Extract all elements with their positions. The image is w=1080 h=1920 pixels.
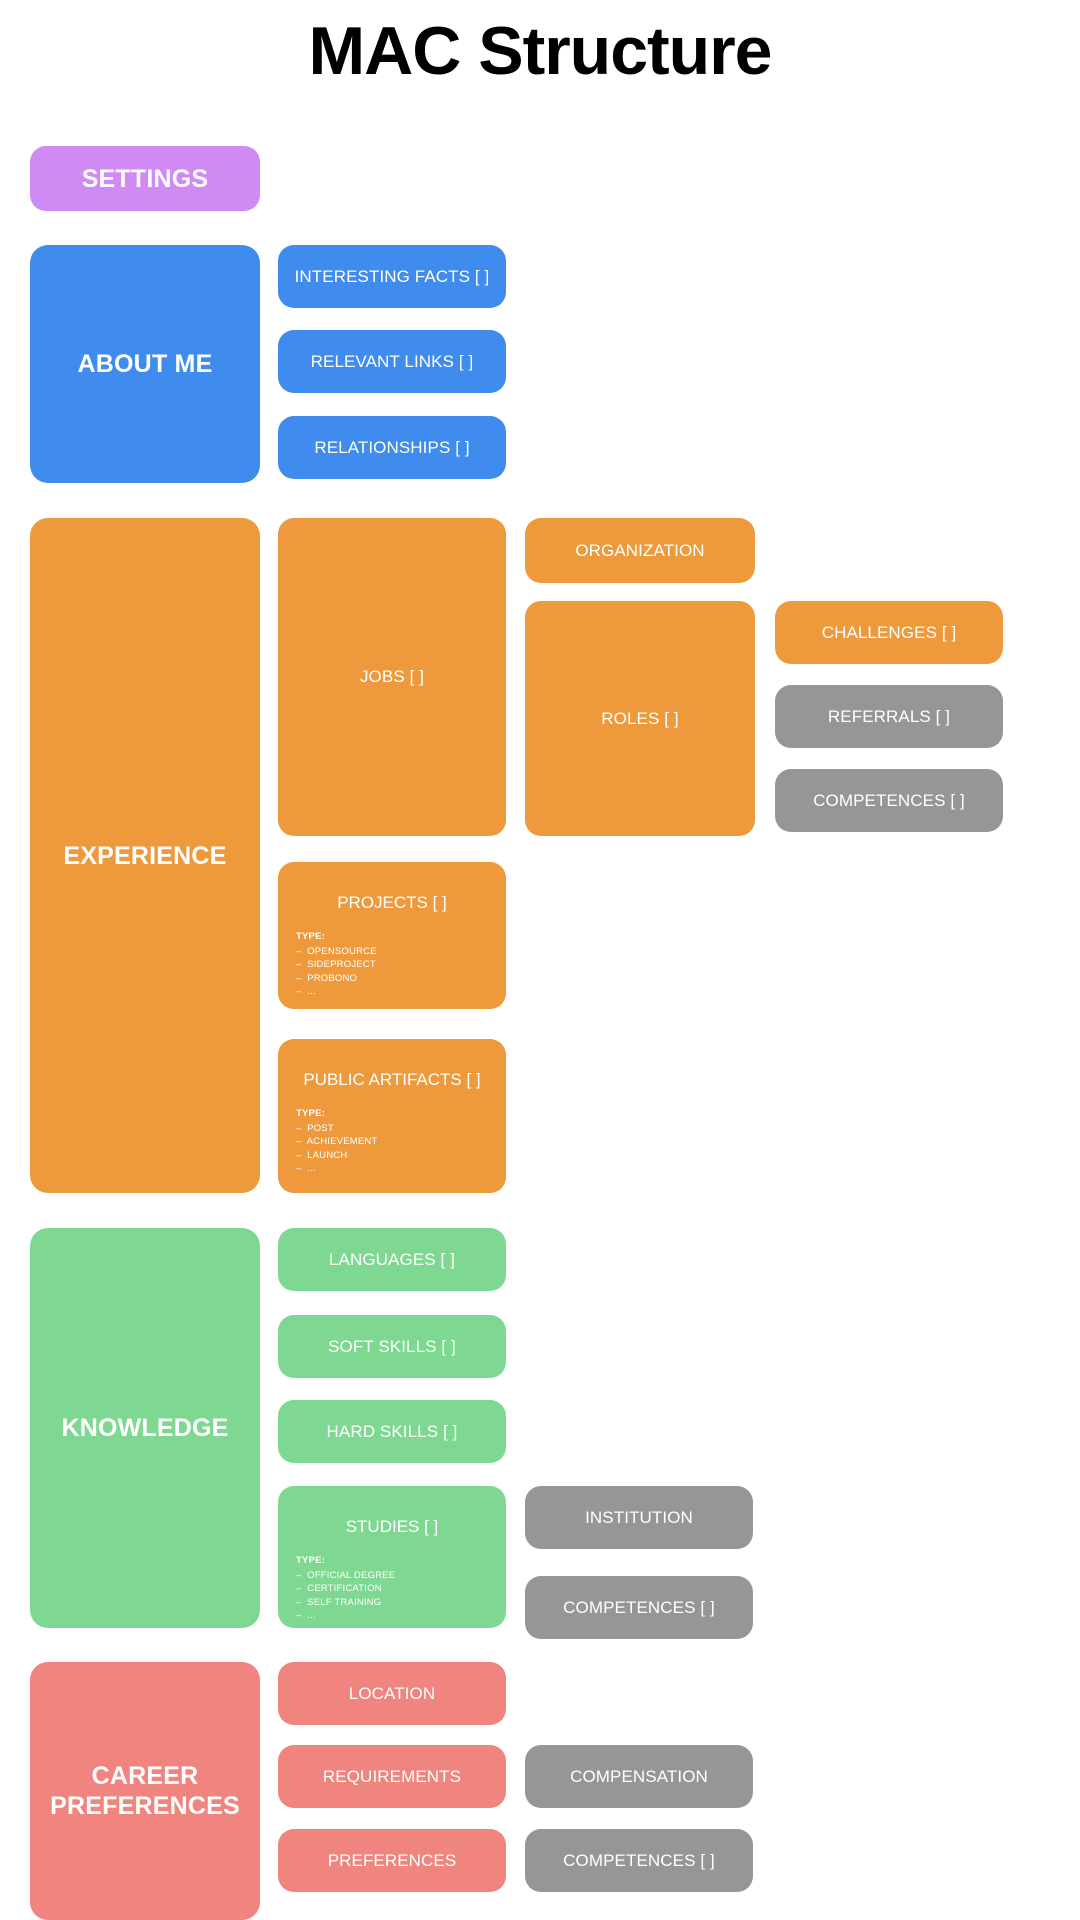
experience-public-artifacts-card[interactable]: PUBLIC ARTIFACTS [ ] TYPE: – POST – ACHI… (278, 1039, 506, 1193)
experience-jobs-label: JOBS [ ] (359, 667, 425, 686)
studies-type-item: – OFFICIAL DEGREE (296, 1569, 396, 1581)
knowledge-languages-card[interactable]: LANGUAGES [ ] (278, 1228, 506, 1291)
career-preferences-label-line2: PREFERENCES (50, 1792, 240, 1820)
public-artifacts-type-item: – ACHIEVEMENT (296, 1136, 378, 1147)
about-me-item-interesting-facts[interactable]: INTERESTING FACTS [ ] (278, 245, 506, 308)
career-location-card[interactable]: LOCATION (278, 1662, 506, 1725)
experience-organization-label: ORGANIZATION (575, 540, 705, 560)
knowledge-institution-label: INSTITUTION (585, 1507, 693, 1527)
knowledge-institution-card[interactable]: INSTITUTION (525, 1486, 753, 1549)
about-me-item-label: INTERESTING FACTS [ ] (294, 266, 490, 286)
experience-projects-card[interactable]: PROJECTS [ ] TYPE: – OPENSOURCE – SIDEPR… (278, 862, 506, 1009)
public-artifacts-type-item: – POST (296, 1122, 334, 1134)
career-preferences-item-label: PREFERENCES (327, 1850, 457, 1870)
career-location-label: LOCATION (348, 1683, 436, 1703)
settings-card[interactable]: SETTINGS (30, 146, 260, 211)
studies-type-list: TYPE: – OFFICIAL DEGREE – CERTIFICATION … (296, 1554, 506, 1623)
experience-roles-card[interactable]: ROLES [ ] (525, 601, 755, 836)
knowledge-soft-skills-card[interactable]: SOFT SKILLS [ ] (278, 1315, 506, 1378)
projects-type-item: – PROBONO (296, 972, 358, 984)
career-competences-card[interactable]: COMPETENCES [ ] (525, 1829, 753, 1892)
experience-competences-card[interactable]: COMPETENCES [ ] (775, 769, 1003, 832)
experience-referrals-card[interactable]: REFERRALS [ ] (775, 685, 1003, 748)
career-preferences-label-line1: CAREER (91, 1762, 199, 1790)
knowledge-studies-card[interactable]: STUDIES [ ] TYPE: – OFFICIAL DEGREE – CE… (278, 1486, 506, 1628)
projects-type-item: – OPENSOURCE (296, 945, 377, 957)
about-me-item-label: RELEVANT LINKS [ ] (310, 351, 474, 371)
page-title: MAC Structure (308, 13, 772, 89)
projects-type-item: – SIDEPROJECT (296, 959, 376, 970)
career-requirements-card[interactable]: REQUIREMENTS (278, 1745, 506, 1808)
experience-challenges-label: CHALLENGES [ ] (821, 622, 957, 642)
experience-referrals-label: REFERRALS [ ] (827, 706, 951, 726)
about-me-item-relevant-links[interactable]: RELEVANT LINKS [ ] (278, 330, 506, 393)
projects-type-title: TYPE: (296, 931, 325, 942)
studies-type-title: TYPE: (296, 1555, 325, 1566)
experience-projects-label: PROJECTS [ ] (337, 893, 447, 912)
about-me-item-label: RELATIONSHIPS [ ] (314, 437, 470, 457)
experience-competences-label: COMPETENCES [ ] (813, 790, 965, 810)
about-me-item-relationships[interactable]: RELATIONSHIPS [ ] (278, 416, 506, 479)
knowledge-hard-skills-label: HARD SKILLS [ ] (326, 1421, 458, 1441)
career-compensation-card[interactable]: COMPENSATION (525, 1745, 753, 1808)
knowledge-soft-skills-label: SOFT SKILLS [ ] (328, 1336, 456, 1356)
studies-type-item: – SELF TRAINING (296, 1596, 382, 1608)
experience-challenges-card[interactable]: CHALLENGES [ ] (775, 601, 1003, 664)
knowledge-competences-card[interactable]: COMPETENCES [ ] (525, 1576, 753, 1639)
experience-jobs-card[interactable]: JOBS [ ] (278, 518, 506, 836)
experience-organization-card[interactable]: ORGANIZATION (525, 518, 755, 583)
projects-type-list: TYPE: – OPENSOURCE – SIDEPROJECT – PROBO… (296, 930, 506, 999)
public-artifacts-type-list: TYPE: – POST – ACHIEVEMENT – LAUNCH – ..… (296, 1107, 506, 1176)
experience-public-artifacts-label: PUBLIC ARTIFACTS [ ] (303, 1070, 481, 1089)
public-artifacts-type-title: TYPE: (296, 1108, 325, 1119)
career-preferences-group[interactable]: CAREER PREFERENCES (30, 1662, 260, 1920)
career-preferences-card[interactable]: PREFERENCES (278, 1829, 506, 1892)
career-requirements-label: REQUIREMENTS (322, 1766, 462, 1786)
knowledge-languages-label: LANGUAGES [ ] (328, 1249, 455, 1269)
knowledge-studies-label: STUDIES [ ] (345, 1517, 439, 1536)
about-me-label: ABOUT ME (77, 350, 213, 378)
experience-roles-label: ROLES [ ] (601, 708, 679, 728)
studies-type-item: – CERTIFICATION (296, 1583, 382, 1594)
about-me-group[interactable]: ABOUT ME (30, 245, 260, 483)
knowledge-hard-skills-card[interactable]: HARD SKILLS [ ] (278, 1400, 506, 1463)
knowledge-group[interactable]: KNOWLEDGE (30, 1228, 260, 1628)
knowledge-label: KNOWLEDGE (61, 1414, 229, 1442)
public-artifacts-type-item: – ... (296, 1163, 316, 1174)
career-compensation-label: COMPENSATION (570, 1766, 708, 1786)
public-artifacts-type-item: – LAUNCH (296, 1149, 348, 1161)
knowledge-competences-label: COMPETENCES [ ] (563, 1597, 715, 1617)
experience-group[interactable]: EXPERIENCE (30, 518, 260, 1193)
settings-label: SETTINGS (81, 164, 209, 193)
projects-type-item: – ... (296, 986, 316, 997)
studies-type-item: – ... (296, 1610, 316, 1621)
experience-label: EXPERIENCE (63, 841, 227, 870)
career-competences-label: COMPETENCES [ ] (563, 1850, 715, 1870)
